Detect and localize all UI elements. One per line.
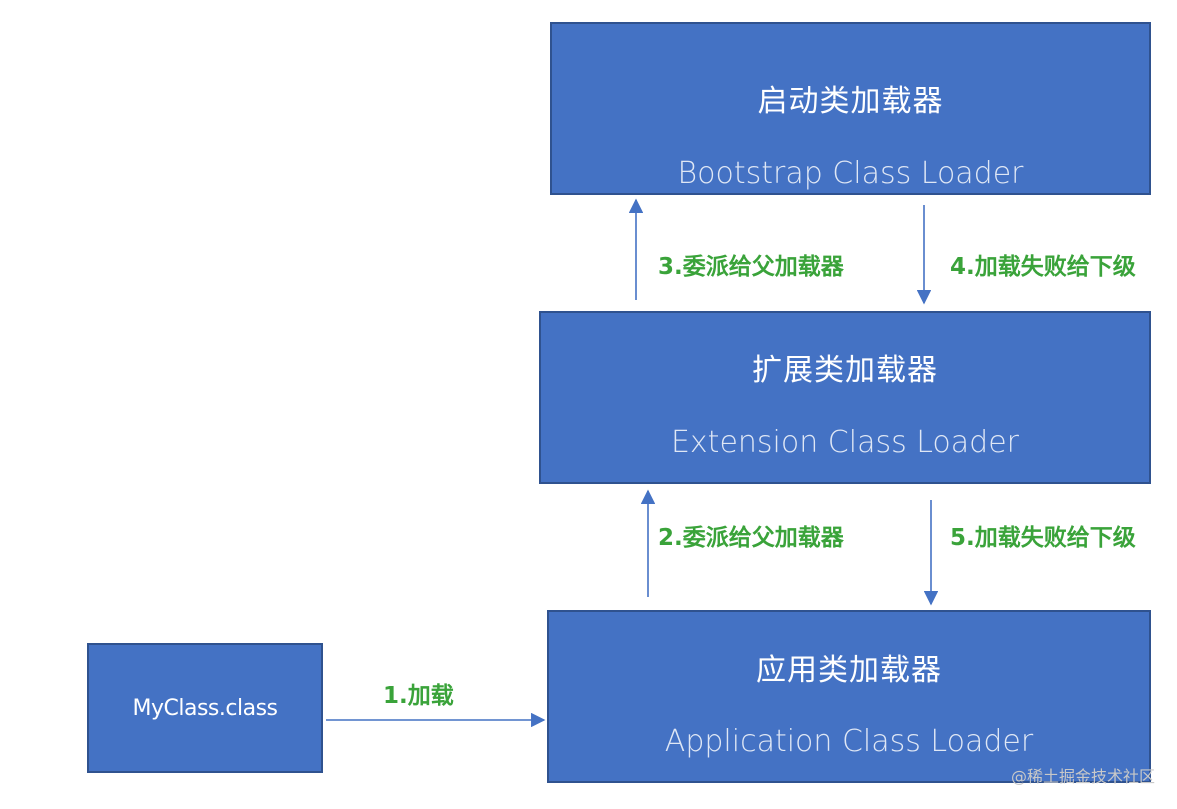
step-3-label: 3.委派给父加载器 xyxy=(658,254,844,280)
bootstrap-cn-label: 启动类加载器 xyxy=(757,84,944,119)
extension-class-loader-box: 扩展类加载器 Extension Class Loader xyxy=(539,311,1151,484)
application-en-label: Application Class Loader xyxy=(664,724,1034,759)
bootstrap-en-label: Bootstrap Class Loader xyxy=(677,156,1024,191)
step-2-label: 2.委派给父加载器 xyxy=(658,525,844,551)
step-1-label: 1.加载 xyxy=(383,683,454,709)
myclass-file-box: MyClass.class xyxy=(87,643,323,773)
application-cn-label: 应用类加载器 xyxy=(756,653,942,688)
extension-cn-label: 扩展类加载器 xyxy=(752,353,938,388)
extension-en-label: Extension Class Loader xyxy=(670,425,1020,460)
step-4-label: 4.加载失败给下级 xyxy=(950,254,1136,280)
watermark: @稀土掘金技术社区 xyxy=(1010,767,1155,786)
application-class-loader-box: 应用类加载器 Application Class Loader xyxy=(547,610,1151,783)
bootstrap-class-loader-box: 启动类加载器 Bootstrap Class Loader xyxy=(550,22,1151,195)
myclass-label: MyClass.class xyxy=(132,695,279,721)
step-5-label: 5.加载失败给下级 xyxy=(950,525,1136,551)
